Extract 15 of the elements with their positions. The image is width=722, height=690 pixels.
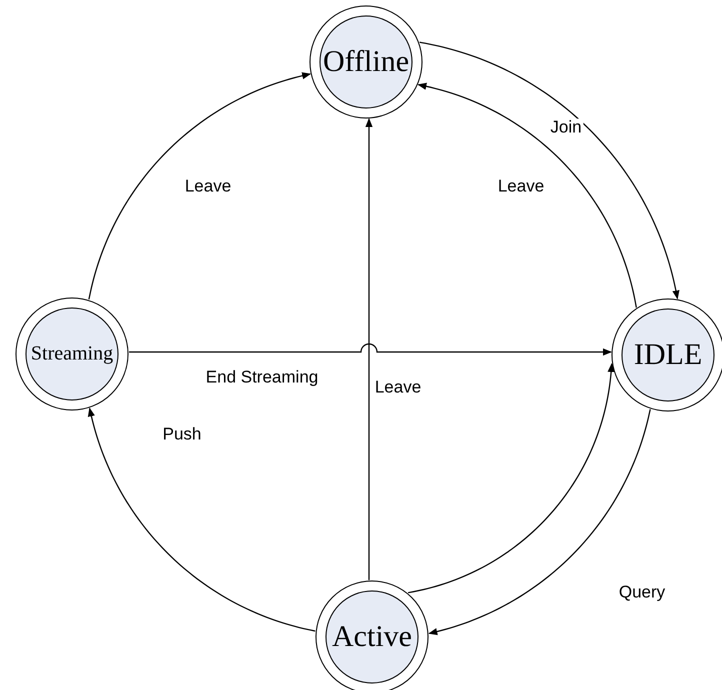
- arrow: [88, 407, 316, 632]
- arrow: [365, 118, 373, 580]
- state-circle: [309, 5, 423, 119]
- arrow: [88, 72, 312, 300]
- arrow: [408, 363, 615, 594]
- arrow: [128, 344, 612, 356]
- state-name: Active: [332, 620, 412, 654]
- state-circle: [15, 297, 129, 411]
- arrow: [420, 42, 680, 300]
- state-name: Offline: [322, 45, 410, 79]
- state-name: Streaming: [30, 342, 114, 366]
- edge-label: Query: [616, 584, 668, 602]
- arrow: [417, 82, 637, 308]
- state-name: IDLE: [634, 338, 702, 372]
- arrow: [428, 409, 651, 636]
